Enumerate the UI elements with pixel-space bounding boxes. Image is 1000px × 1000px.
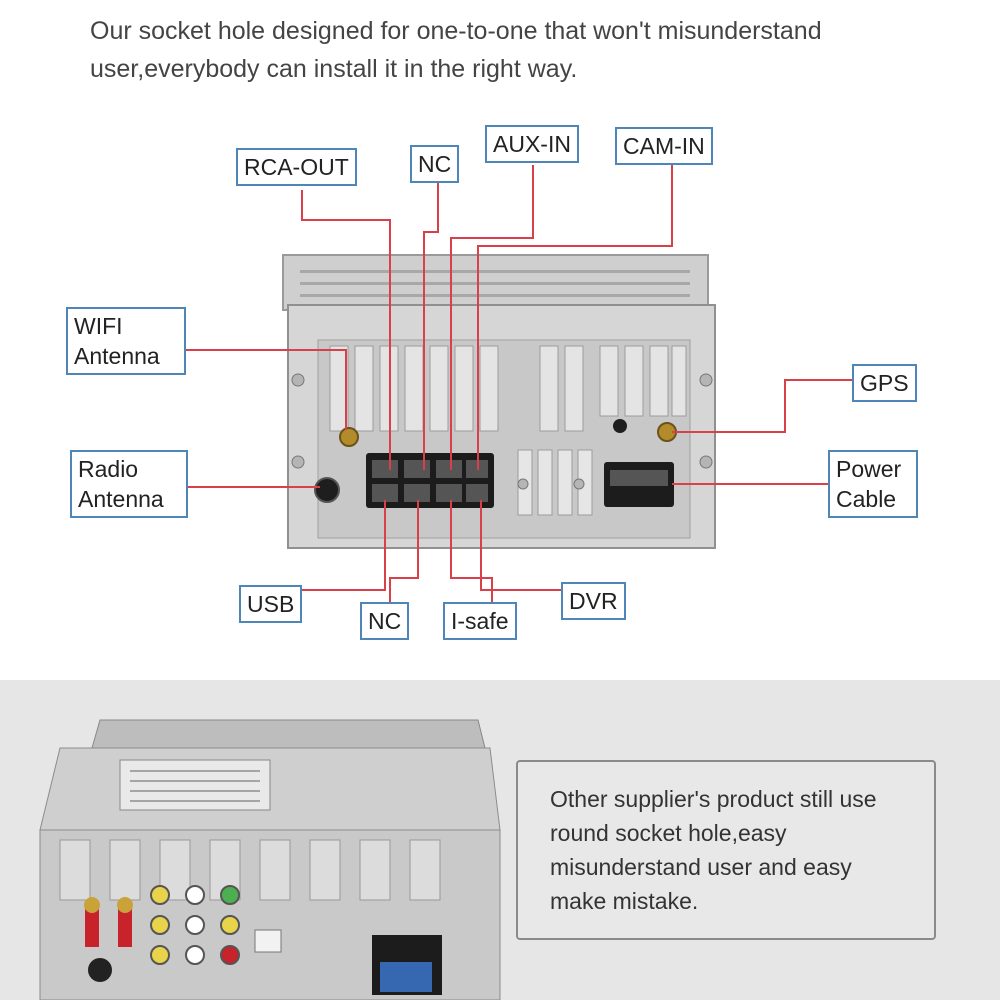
label-wifi-line2: Antenna — [74, 343, 160, 369]
top-panel: Our socket hole designed for one-to-one … — [66, 17, 918, 640]
label-power-line2: Cable — [836, 486, 897, 512]
label-usb: USB — [239, 585, 303, 623]
label-gps: GPS — [852, 364, 917, 402]
label-wifi-antenna: WIFI Antenna — [66, 307, 186, 375]
headline-text: Our socket hole designed for one-to-one … — [90, 17, 822, 83]
label-wifi-line1: WIFI — [74, 313, 123, 339]
competitor-unit-illustration — [39, 719, 501, 1000]
label-power-line1: Power — [836, 456, 902, 482]
head-unit-rear-illustration — [186, 165, 853, 605]
label-power-cable: Power Cable — [828, 450, 918, 518]
label-rca-out: RCA-OUT — [236, 148, 357, 186]
label-dvr: DVR — [561, 582, 626, 620]
label-radio-antenna: Radio Antenna — [70, 450, 188, 518]
label-i-safe: I-safe — [443, 602, 517, 640]
comparison-note: Other supplier's product still use round… — [516, 760, 936, 940]
label-nc-bottom: NC — [360, 602, 410, 640]
label-nc-top: NC — [410, 145, 460, 183]
label-radio-line2: Antenna — [78, 486, 164, 512]
label-cam-in: CAM-IN — [615, 127, 713, 165]
label-aux-in: AUX-IN — [485, 125, 579, 163]
comparison-panel: Other supplier's product still use round… — [0, 680, 1000, 1000]
label-radio-line1: Radio — [78, 456, 139, 482]
